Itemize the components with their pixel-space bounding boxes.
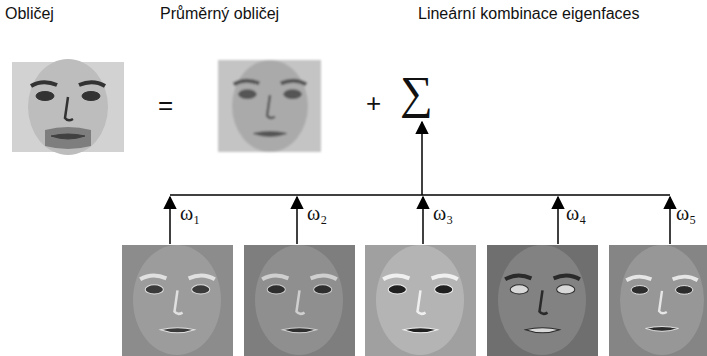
column-heading: Průměrný obličej <box>160 6 279 22</box>
weight-label: ω₃ <box>433 203 453 223</box>
sum-arrows <box>170 122 670 244</box>
equals-sign: = <box>158 92 173 118</box>
weight-label: ω₅ <box>676 203 696 223</box>
eigenface-image <box>609 245 707 356</box>
weight-label: ω₁ <box>180 203 200 223</box>
eigenface-image <box>487 245 598 356</box>
eigenface-image <box>365 245 476 356</box>
sum-symbol: ∑ <box>400 70 433 116</box>
plus-sign: + <box>366 90 381 116</box>
weight-label: ω₄ <box>566 203 586 223</box>
average-face <box>218 60 321 152</box>
eigenface-image <box>122 245 233 356</box>
face-photo <box>12 59 124 155</box>
column-heading: Obličej <box>5 6 54 22</box>
eigenface-image <box>244 245 355 356</box>
column-heading: Lineární kombinace eigenfaces <box>418 6 639 22</box>
weight-label: ω₂ <box>307 203 327 223</box>
